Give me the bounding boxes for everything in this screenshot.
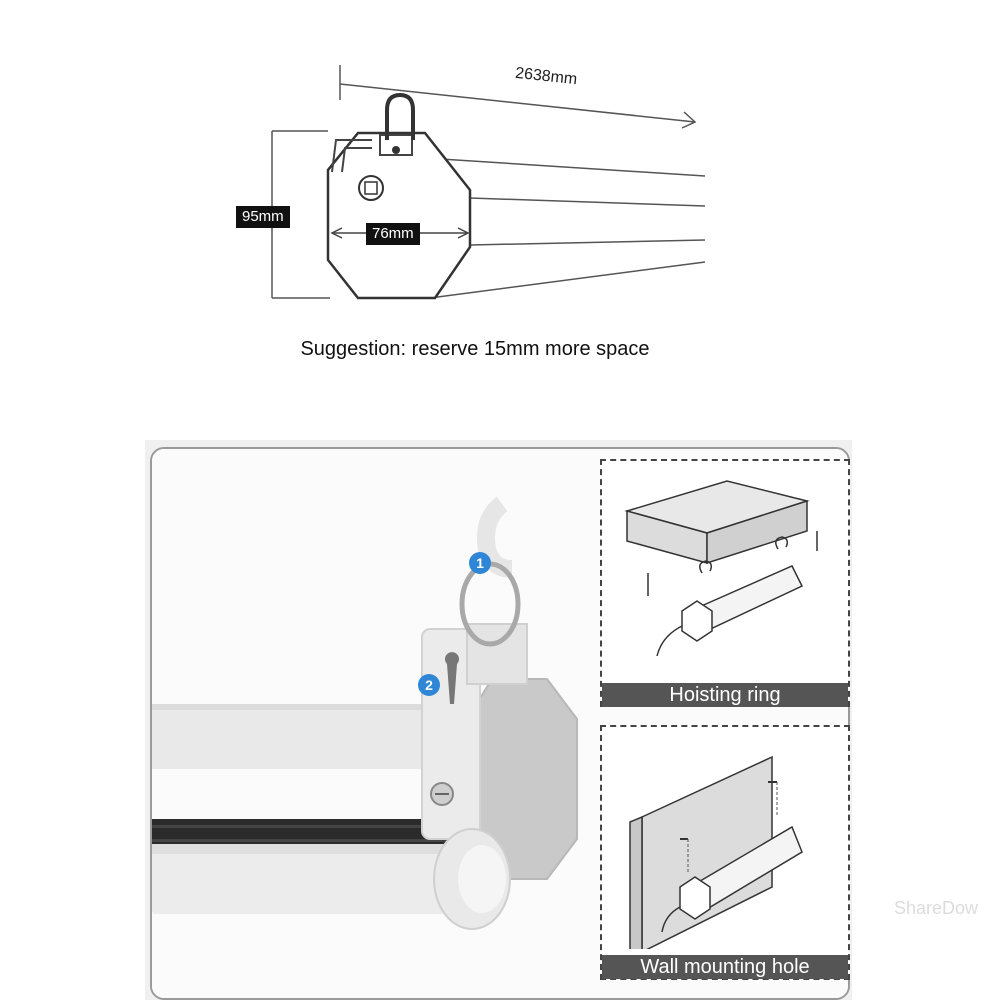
hook-icon — [775, 536, 789, 550]
suggestion-text: Suggestion: reserve 15mm more space — [300, 338, 650, 360]
height-label: 95mm — [236, 206, 290, 228]
dimension-drawing: 2638mm 95mm 76mm — [0, 0, 1000, 320]
callout-1-badge: 1 — [469, 552, 491, 574]
tube-end — [681, 600, 713, 642]
wall-mount-svg — [629, 755, 803, 949]
bracket-hole — [392, 146, 400, 154]
screen-tube — [152, 704, 452, 769]
bottom-bar — [152, 844, 462, 914]
callout-2-badge: 2 — [418, 674, 440, 696]
tube-outline — [424, 157, 706, 299]
dimension-drawing-svg — [271, 65, 706, 300]
end-cap-octagon — [326, 131, 472, 300]
wall-mount-panel: Wall mounting hole — [600, 725, 850, 980]
length-dimension-line — [339, 65, 697, 129]
axle-hole-outer — [358, 175, 384, 201]
wall-mount-caption: Wall mounting hole — [602, 955, 848, 979]
cable — [661, 906, 681, 933]
watermark-text: ShareDow — [893, 898, 978, 918]
tube-end — [679, 876, 711, 920]
hoisting-ring-panel: Hoisting ring — [600, 459, 850, 707]
hoisting-ring-caption: Hoisting ring — [602, 683, 848, 707]
hook-ring — [385, 92, 415, 140]
axle-hole-inner — [364, 181, 378, 195]
cable — [656, 625, 683, 657]
width-label: 76mm — [366, 223, 420, 245]
keyhole-slot — [445, 652, 460, 704]
hoisting-ring-svg — [624, 480, 818, 657]
